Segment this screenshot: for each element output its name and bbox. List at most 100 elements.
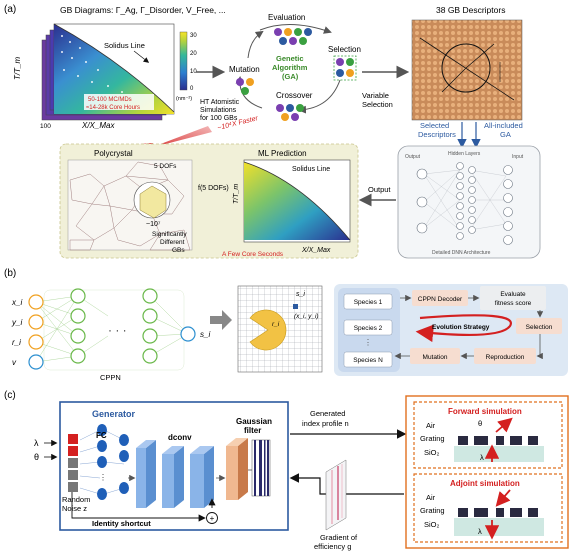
- dnn-input-label: Input: [512, 154, 524, 160]
- x-tick-label: 100: [40, 123, 51, 130]
- gb-descriptor-lattice: [411, 19, 523, 121]
- x-axis-label: X/X_Max: [81, 121, 115, 130]
- forward-diffracted-arrow: [495, 417, 513, 433]
- dnn-output-label: Output: [405, 154, 421, 160]
- adjoint-sim-frame: [413, 473, 563, 543]
- gen-input-lambda: λ: [34, 438, 39, 448]
- forward-grating: Grating: [420, 434, 445, 443]
- ga-mutation: Mutation: [229, 65, 260, 74]
- gaussian-filter: [226, 438, 271, 500]
- ht-sim-line2: Simulations: [200, 107, 237, 114]
- gen-input-theta: θ: [34, 452, 39, 462]
- gaussian-label-1: Gaussian: [236, 417, 272, 426]
- species-2-box: [343, 319, 393, 336]
- ga-crossover: Crossover: [276, 91, 313, 100]
- few-core-seconds: A Few Core Seconds: [222, 251, 284, 258]
- grid-coords: (x_i, y_i): [294, 313, 319, 320]
- function-dofs-label: f(5 DOFs): [198, 185, 229, 192]
- ml-y-axis: T/T_m: [233, 184, 240, 204]
- dnn-hidden-label: Hidden Layers: [448, 151, 481, 157]
- cppn-network: · · ·: [28, 288, 196, 371]
- cppn-output: s_i: [200, 330, 210, 339]
- adjoint-incident-arrow: [495, 489, 511, 507]
- reproduction-label: Reproduction: [486, 354, 525, 361]
- descriptors-title: 38 GB Descriptors: [436, 5, 505, 15]
- evaluate-label-2: fitness score: [495, 300, 532, 307]
- simulation-outer-frame: [405, 395, 569, 549]
- colorbar-tick-20: 20: [190, 51, 197, 57]
- polycrystal-label: Polycrystal: [94, 149, 133, 158]
- mutation-box: [410, 348, 460, 364]
- all-included-1: All-included: [484, 121, 523, 130]
- svg-text:⋮: ⋮: [99, 473, 107, 482]
- output-label: Output: [368, 185, 391, 194]
- ht-sim-line1: HT Atomistic: [200, 99, 240, 106]
- gradient-image: [325, 459, 347, 531]
- variable-selection-1: Variable: [362, 91, 389, 100]
- colorbar-unit: (nm⁻²): [176, 96, 192, 102]
- grid-si: s_i: [296, 291, 305, 298]
- cppn-input-r: r_i: [12, 338, 21, 347]
- species-2-label: Species 2: [354, 325, 383, 332]
- y-axis-label: T/T_m: [13, 57, 22, 80]
- mutation-label-b: Mutation: [423, 354, 448, 361]
- selection-box: [516, 318, 562, 334]
- solidus-line-label: Solidus Line: [104, 41, 145, 50]
- ml-prediction-plot: [243, 159, 351, 243]
- panel-a-label: (a): [4, 4, 16, 15]
- ga-selection: Selection: [328, 45, 361, 54]
- grid-ri: r_i: [272, 321, 280, 328]
- noise-vector: [68, 434, 78, 492]
- solidus-line-2: Solidus Line: [292, 166, 330, 173]
- adjoint-grating: Grating: [420, 506, 445, 515]
- fc-label: FC: [96, 431, 107, 440]
- cppn-input-y: y_i: [11, 318, 22, 327]
- gradient-label-2: efficiency g: [314, 542, 351, 551]
- sum-symbol: +: [210, 514, 215, 523]
- gb-count: ~10⁷: [146, 221, 161, 228]
- selected-descriptors-1: Selected: [420, 121, 449, 130]
- dconv-blocks: [136, 440, 214, 508]
- forward-lambda: λ: [480, 453, 484, 462]
- ga-title-1: Genetic: [276, 54, 304, 63]
- species-n-box: [343, 351, 393, 368]
- ml-x-axis: X/X_Max: [301, 247, 331, 254]
- gaussian-label-2: filter: [244, 426, 261, 435]
- generator-title: Generator: [92, 409, 136, 419]
- forward-air: Air: [426, 421, 436, 430]
- colorbar-tick-10: 10: [190, 69, 197, 75]
- panel-b-label: (b): [4, 268, 16, 279]
- adjoint-sio2: SiO₂: [424, 520, 440, 529]
- evolution-strategy-arrow: [415, 314, 513, 343]
- dnn-architecture: [397, 145, 541, 259]
- species-1-label: Species 1: [354, 299, 383, 306]
- cppn-to-grid-arrow: [210, 310, 232, 330]
- evaluate-box: [480, 286, 546, 310]
- ga-title-2: Algorithm: [272, 63, 308, 72]
- cppn-decoder-box: [412, 290, 468, 306]
- colorbar: [179, 31, 188, 91]
- selection-label: Selection: [526, 324, 553, 331]
- cppn-decoder-label: CPPN Decoder: [418, 296, 463, 303]
- random-noise-1: Random: [62, 495, 90, 504]
- pixel-grid: [237, 285, 323, 373]
- identity-shortcut-label: Identity shortcut: [92, 519, 151, 528]
- cppn-input-v: v: [12, 358, 17, 367]
- sig-diff-3: GBs: [172, 247, 185, 254]
- forward-grating-structure: [454, 436, 544, 462]
- mc-md-line1: 50-100 MC/MDs: [88, 97, 132, 103]
- adjoint-grating-structure: [454, 508, 544, 536]
- ga-cycle: [235, 23, 357, 121]
- colorbar-tick-30: 30: [190, 33, 197, 39]
- svg-text:· · ·: · · ·: [108, 323, 127, 337]
- ht-sim-line3: for 100 GBs: [200, 115, 238, 122]
- sig-diff-1: Significantly: [152, 231, 187, 238]
- evolution-strategy-label: Evolution Strategy: [432, 324, 490, 331]
- sum-node: [206, 512, 218, 524]
- adjoint-lambda: λ: [478, 527, 482, 536]
- dconv-label: dconv: [168, 433, 192, 442]
- reproduction-box: [474, 348, 536, 364]
- gb-diagrams-title: GB Diagrams: Γ_Ag, Γ_Disorder, V_Free, .…: [60, 5, 226, 15]
- adjoint-sim-title: Adjoint simulation: [450, 479, 520, 488]
